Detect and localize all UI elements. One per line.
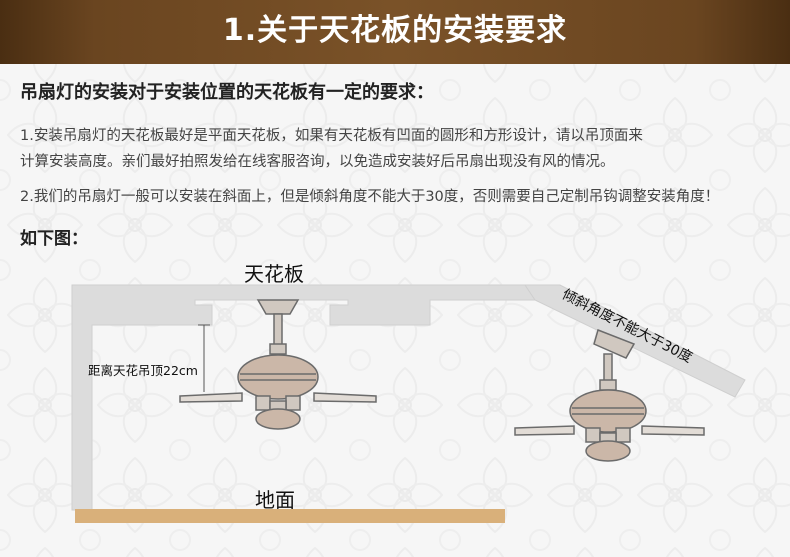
floor-label: 地面 <box>255 488 295 512</box>
paragraph-1-line-2: 计算安装高度。亲们最好拍照发给在线客服咨询，以免造成安装好后吊扇出现没有风的情况… <box>20 154 615 170</box>
wall-and-ceiling <box>71 284 547 511</box>
header-banner: 1.关于天花板的安装要求 <box>0 0 790 64</box>
page-title: 1.关于天花板的安装要求 <box>222 13 568 48</box>
sloped-ceiling <box>524 284 746 398</box>
ceiling-fan-right <box>514 329 705 462</box>
as-below-heading: 如下图： <box>20 229 88 249</box>
section-subtitle: 吊扇灯的安装对于安装位置的天花板有一定的要求： <box>20 82 434 103</box>
paragraph-2: 2.我们的吊扇灯一般可以安装在斜面上，但是倾斜角度不能大于30度，否则需要自己定… <box>20 189 720 205</box>
ceiling-label: 天花板 <box>244 262 304 286</box>
paragraph-1-line-1: 1.安装吊扇灯的天花板最好是平面天花板，如果有天花板有凹面的圆形和方形设计，请以… <box>20 128 643 144</box>
distance-label: 距离天花吊顶22cm <box>88 363 198 378</box>
floor-bar <box>75 509 505 523</box>
ceiling-fan-left <box>179 299 377 430</box>
